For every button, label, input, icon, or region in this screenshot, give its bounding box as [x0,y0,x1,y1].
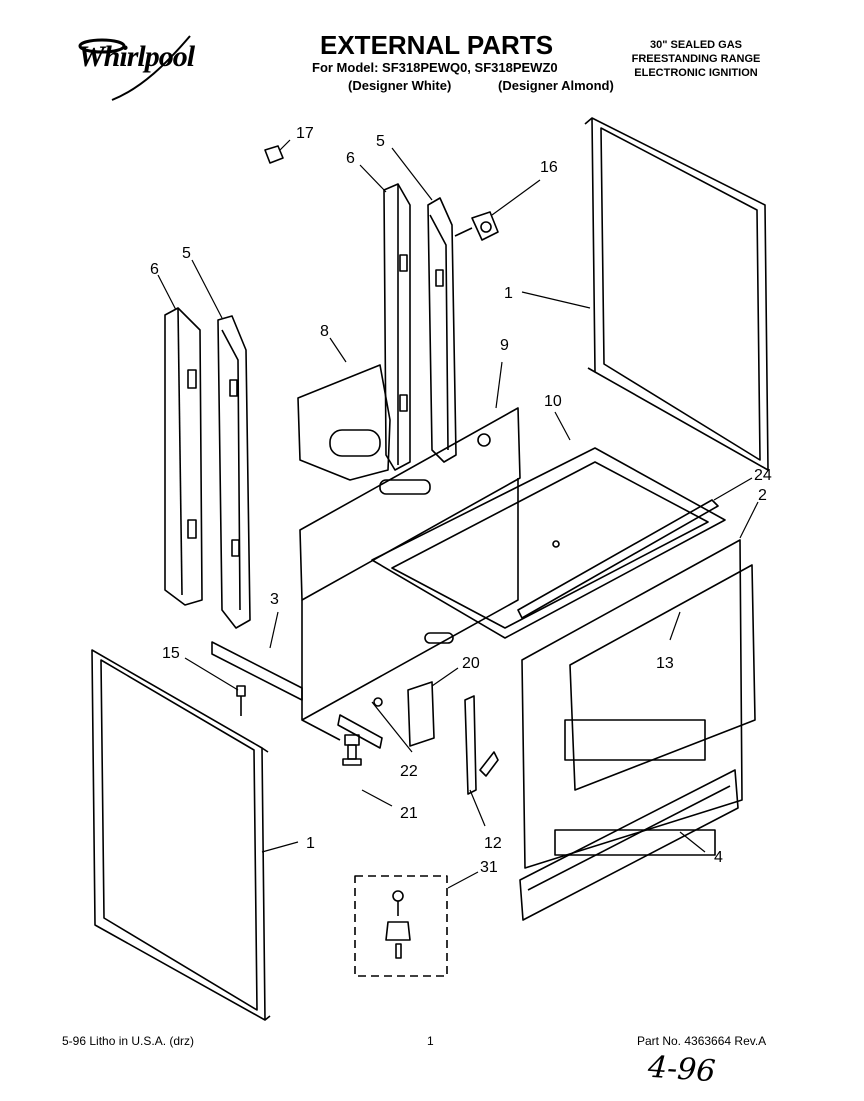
igniter-12 [464,695,499,795]
callout-label: 12 [484,835,502,852]
right-side-panel [584,117,769,471]
spec-line: FREESTANDING RANGE [631,53,761,65]
spec-block: 30" SEALED GAS FREESTANDING RANGE ELECTR… [626,38,766,80]
rear-right-channel [383,183,411,471]
footer-print-info: 5-96 Litho in U.S.A. (drz) [62,1034,195,1048]
callout-label: 16 [540,159,558,176]
variant-almond-label: (Designer Almond) [498,78,614,93]
screw-15 [236,685,246,716]
spec-line: ELECTRONIC IGNITION [634,67,758,79]
strip-24 [517,499,719,619]
page-title: EXTERNAL PARTS [320,30,554,60]
callout-label: 3 [270,591,279,608]
callout-label: 5 [376,133,385,150]
callout-label: 8 [320,323,329,340]
model-line: For Model: SF318PEWQ0, SF318PEWZ0 [312,60,558,75]
callout-label: 10 [544,393,562,410]
callout-label: 15 [162,645,180,662]
panel-20 [407,681,435,747]
callout-label: 6 [150,261,159,278]
part-number: Part No. 4363664 Rev.A [637,1034,767,1048]
callout-label: 1 [504,285,513,302]
callout-label: 22 [400,763,418,780]
leader-lines [157,139,759,889]
callout-label: 13 [656,655,674,672]
callout-labels: 17 6 5 16 1 6 5 8 9 10 24 2 3 15 20 13 2… [150,125,772,876]
callout-label: 1 [306,835,315,852]
callout-label: 17 [296,125,314,142]
gasket-13 [569,564,756,791]
page-number: 1 [427,1034,434,1048]
callout-label: 2 [758,487,767,504]
bracket-3 [211,641,303,701]
kick-panel-4 [519,769,739,921]
callout-label: 9 [500,337,509,354]
kit-31 [354,875,448,977]
callout-label: 20 [462,655,480,672]
bottom-panel-10 [371,447,726,639]
callout-label: 24 [754,467,772,484]
clip-17 [264,145,284,164]
callout-label: 6 [346,150,355,167]
variant-white-label: (Designer White) [348,78,452,93]
front-left-channel [217,315,251,629]
brace-22 [337,697,383,749]
spec-line: 30" SEALED GAS [649,39,743,51]
handwritten-note: 4-96 [646,1049,717,1090]
callout-label: 31 [480,859,498,876]
callout-label: 5 [182,245,191,262]
foot-21 [342,734,362,766]
whirlpool-logo: Whirlpool [78,40,195,73]
left-side-panel [91,649,271,1021]
rear-left-channel [164,307,203,606]
front-right-channel [427,197,457,463]
callout-label: 4 [714,849,723,866]
bracket-16 [454,211,499,241]
whirlpool-swoosh-icon [72,28,212,113]
shield-8 [297,364,391,481]
back-panel-9 [299,407,521,741]
callout-label: 21 [400,805,418,822]
